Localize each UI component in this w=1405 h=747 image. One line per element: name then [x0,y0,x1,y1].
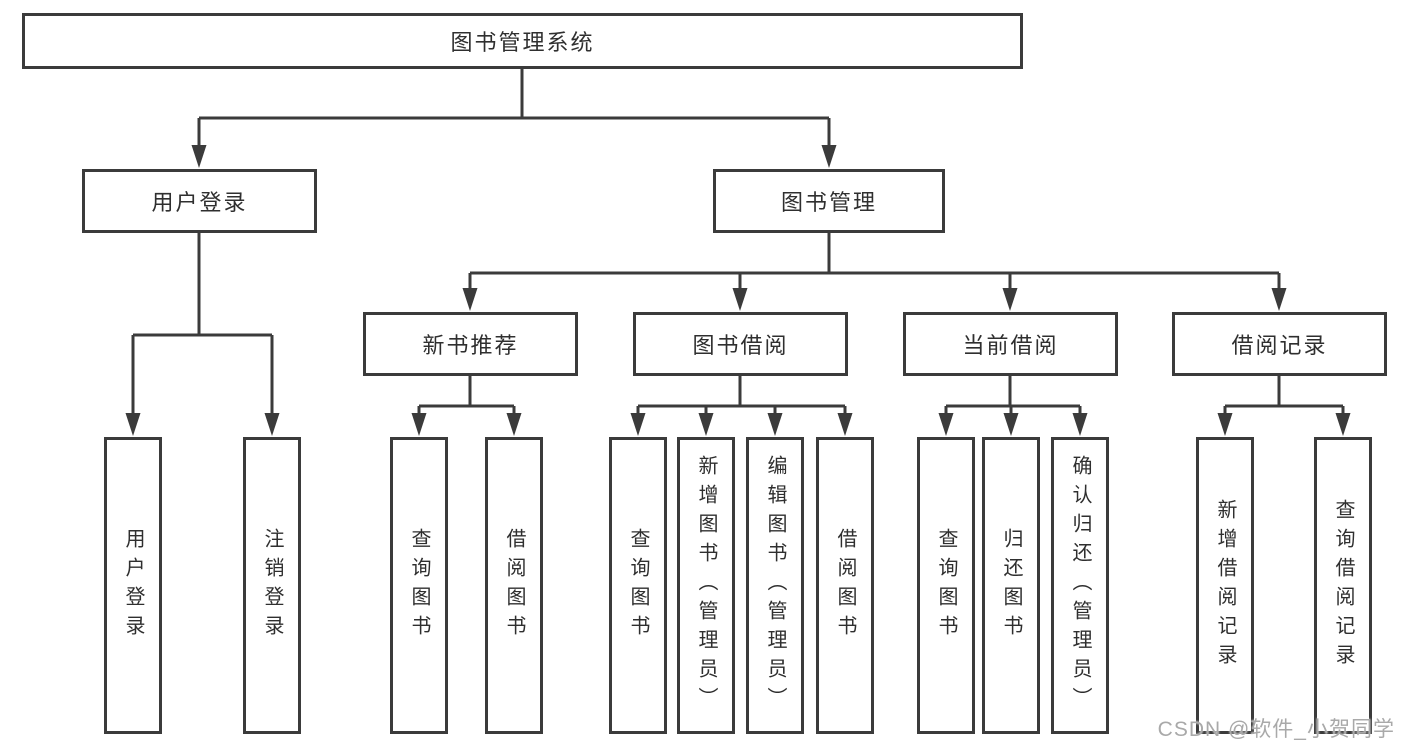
leaf-borrow-books: 借阅图书 [816,437,874,734]
csdn-watermark: CSDN @软件_小贺同学 [1157,718,1395,741]
leaf-query-books-current: 查询图书 [917,437,975,734]
leaf-add-book-admin: 新增图书（管理员） [677,437,735,734]
node-library-management-system: 图书管理系统 [22,13,1023,69]
node-book-management: 图书管理 [713,169,945,233]
leaf-logout: 注销登录 [243,437,301,734]
node-label: 借阅图书 [834,527,856,644]
node-label: 用户登录 [151,190,248,215]
node-label: 编辑图书（管理员） [764,455,786,716]
node-new-book-recommendation: 新书推荐 [363,312,578,376]
node-label: 新书推荐 [422,333,519,358]
leaf-add-borrow-record: 新增借阅记录 [1196,437,1254,734]
node-user-login: 用户登录 [82,169,317,233]
leaf-edit-book-admin: 编辑图书（管理员） [746,437,804,734]
arrowheads [125,145,1351,436]
leaf-query-borrow-record: 查询借阅记录 [1314,437,1372,734]
node-label: 借阅图书 [503,527,525,644]
node-label: 借阅记录 [1231,333,1328,358]
leaf-query-books-borrow: 查询图书 [609,437,667,734]
node-label: 归还图书 [1000,527,1022,644]
node-label: 确认归还（管理员） [1069,455,1091,716]
node-label: 查询借阅记录 [1332,498,1354,673]
node-label: 用户登录 [122,527,144,644]
leaf-return-book: 归还图书 [982,437,1040,734]
node-label: 查询图书 [627,527,649,644]
leaf-user-login: 用户登录 [104,437,162,734]
node-label: 图书借阅 [692,333,789,358]
node-label: 当前借阅 [962,333,1059,358]
node-borrowing-records: 借阅记录 [1172,312,1387,376]
leaf-confirm-return-admin: 确认归还（管理员） [1051,437,1109,734]
node-current-borrowing: 当前借阅 [903,312,1118,376]
node-label: 图书管理系统 [450,30,595,55]
leaf-query-books-recommend: 查询图书 [390,437,448,734]
node-label: 查询图书 [408,527,430,644]
node-label: 注销登录 [261,527,283,644]
leaf-borrow-books-recommend: 借阅图书 [485,437,543,734]
node-label: 新增图书（管理员） [695,455,717,716]
node-label: 查询图书 [935,527,957,644]
node-label: 图书管理 [780,190,877,215]
node-label: 新增借阅记录 [1214,498,1236,673]
node-book-borrowing: 图书借阅 [633,312,848,376]
